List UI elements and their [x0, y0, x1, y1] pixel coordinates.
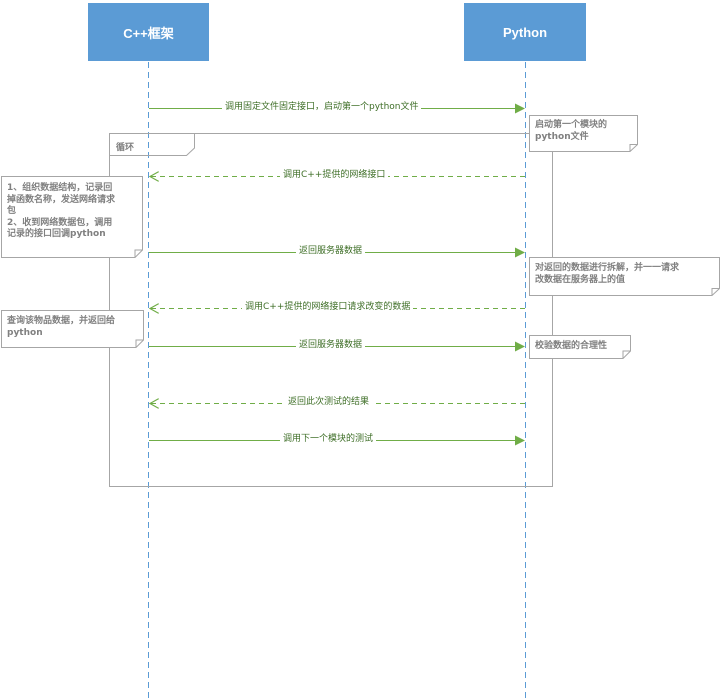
note-text-validate-data: 校验数据的合理性 — [535, 341, 608, 351]
message-label-5: 返回服务器数据 — [296, 340, 366, 351]
note-text-organize-data: 1、组织数据结构，记录回 掉函数名称，发送网络请求 包 2、收到网络数据包，调用… — [7, 183, 116, 239]
note-start-first-module — [529, 115, 638, 152]
message-label-7: 调用下一个模块的测试 — [280, 434, 377, 445]
message-label-1: 调用固定文件固定接口，启动第一个python文件 — [222, 102, 422, 113]
note-query-item — [1, 310, 144, 348]
note-text-start-first-module: 启动第一个模块的 python文件 — [535, 120, 608, 142]
note-text-query-item: 查询该物品数据，并返回给 python — [7, 316, 116, 338]
note-parse-data — [529, 257, 720, 296]
message-label-4: 调用C++提供的网络接口请求改变的数据 — [242, 302, 414, 313]
loop-fragment-label: 循环 — [116, 143, 135, 153]
note-text-parse-data: 对返回的数据进行拆解，并一一请求 改数据在服务器上的值 — [535, 263, 680, 285]
actor-python: Python — [464, 3, 586, 61]
message-label-2: 调用C++提供的网络接口 — [280, 170, 389, 181]
note-validate-data — [529, 335, 631, 359]
message-label-6: 返回此次测试的结果 — [285, 397, 373, 408]
loop-fragment-tab — [109, 133, 195, 156]
message-label-3: 返回服务器数据 — [296, 246, 366, 257]
actor-cpp-framework: C++框架 — [88, 3, 209, 61]
note-organize-data — [1, 176, 143, 258]
